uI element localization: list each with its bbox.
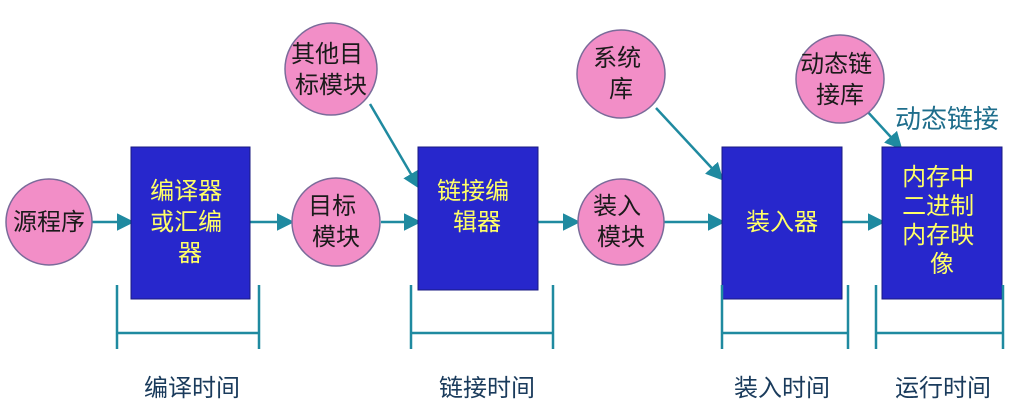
svg-text:系统 库: 系统 库 xyxy=(593,44,649,103)
loader-box-line: 装入器 xyxy=(746,208,818,236)
dynamic-library-circle: 动态链 接库 xyxy=(795,34,885,124)
load-module-label-line: 模块 xyxy=(597,223,645,251)
load-module-label-line: 装入 xyxy=(593,192,641,220)
other-modules-label-line: 其他目 xyxy=(291,40,363,68)
compiler-box: 编译器 或汇编 器 xyxy=(130,146,251,300)
arrow-dynamic-lib-to-memory-image xyxy=(865,109,903,150)
system-library-circle: 系统 库 xyxy=(576,29,666,119)
other-modules-circle: 其他目 标模块 xyxy=(284,22,378,116)
load-time-label: 装入时间 xyxy=(734,374,830,402)
load-time-bracket xyxy=(720,285,850,349)
svg-text:编译器 或汇编 器: 编译器 或汇编 器 xyxy=(150,177,230,267)
svg-text:装入 模块: 装入 模块 xyxy=(593,192,649,251)
svg-text:装入器: 装入器 xyxy=(746,208,818,236)
dynamic-library-label-line: 接库 xyxy=(816,81,864,109)
link-time-label: 链接时间 xyxy=(439,374,535,402)
system-library-label-line: 系统 xyxy=(593,44,641,72)
object-module-circle: 目标 模块 xyxy=(291,177,381,267)
memory-image-box-line: 像 xyxy=(930,250,954,278)
other-modules-label-line: 标模块 xyxy=(295,71,367,99)
svg-text:其他目 标模块: 其他目 标模块 xyxy=(291,40,371,99)
compiler-box-line: 器 xyxy=(178,239,202,267)
compiler-box-line: 编译器 xyxy=(150,177,222,205)
memory-image-box-line: 二进制 xyxy=(902,192,974,220)
linker-box-line: 链接编 xyxy=(437,177,509,205)
system-library-label-line: 库 xyxy=(609,75,633,103)
svg-text:内存中 二进制 内存映: 内存中 二进制 内存映 像 xyxy=(902,163,982,278)
dynamic-link-label: 动态链接 xyxy=(895,105,999,135)
linker-box-line: 辑器 xyxy=(453,208,501,236)
source-program-circle: 源程序 xyxy=(5,178,93,266)
compiler-box-line: 或汇编 xyxy=(150,208,222,236)
memory-image-box-line: 内存映 xyxy=(902,221,974,249)
run-time-label: 运行时间 xyxy=(895,374,991,402)
object-module-label-line: 模块 xyxy=(312,223,360,251)
dynamic-library-label-line: 动态链 xyxy=(800,50,872,78)
source-program-label: 源程序 xyxy=(13,208,85,236)
loader-box: 装入器 xyxy=(721,146,843,300)
svg-text:链接编 辑器: 链接编 辑器 xyxy=(437,177,517,236)
compile-time-bracket xyxy=(115,285,261,349)
load-module-circle: 装入 模块 xyxy=(577,178,665,266)
object-module-label-line: 目标 xyxy=(308,192,356,220)
link-time-bracket xyxy=(409,285,555,349)
arrow-system-lib-to-loader xyxy=(655,107,724,181)
svg-text:目标 模块: 目标 模块 xyxy=(308,192,364,251)
svg-text:动态链 接库: 动态链 接库 xyxy=(800,50,880,109)
svg-text:源程序: 源程序 xyxy=(13,208,85,236)
arrow-other-modules-to-linker xyxy=(368,103,420,190)
compile-time-label: 编译时间 xyxy=(144,374,240,402)
memory-image-box-line: 内存中 xyxy=(902,163,974,191)
memory-image-box: 内存中 二进制 内存映 像 xyxy=(881,146,1003,300)
linker-box: 链接编 辑器 xyxy=(417,146,539,291)
run-time-bracket xyxy=(874,285,1005,349)
